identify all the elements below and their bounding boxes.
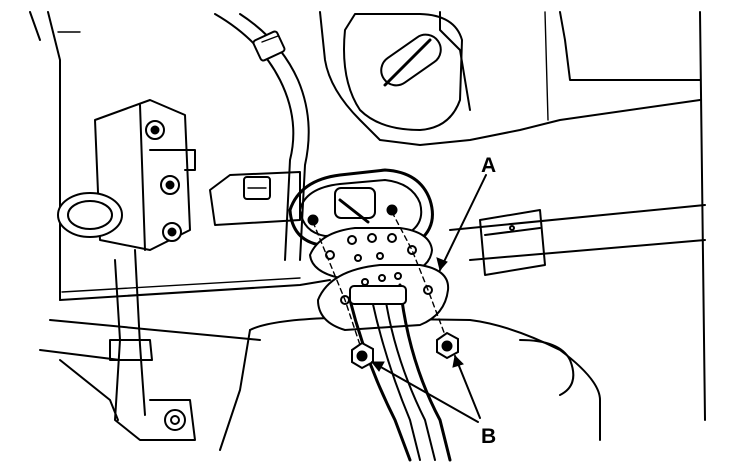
body-hole-left: [57, 192, 123, 238]
link-rod: [59, 249, 196, 441]
wire-clip: [209, 171, 301, 226]
body-panel-outlines: [29, 11, 706, 421]
cable-bundle: [348, 283, 452, 462]
nut-right: [436, 331, 459, 360]
grommet-seal: [288, 168, 434, 247]
callout-a-label: A: [481, 154, 496, 177]
lower-cover: [219, 317, 601, 451]
callout-b-label: B: [481, 425, 496, 448]
nut-left: [351, 341, 374, 370]
right-block: [479, 209, 546, 276]
left-bracket: [94, 99, 196, 251]
bolt-guide-lines: [312, 211, 446, 346]
wire-harness-upper: [214, 13, 310, 261]
oval-slot: [343, 13, 463, 131]
leader-lines: [370, 174, 487, 423]
